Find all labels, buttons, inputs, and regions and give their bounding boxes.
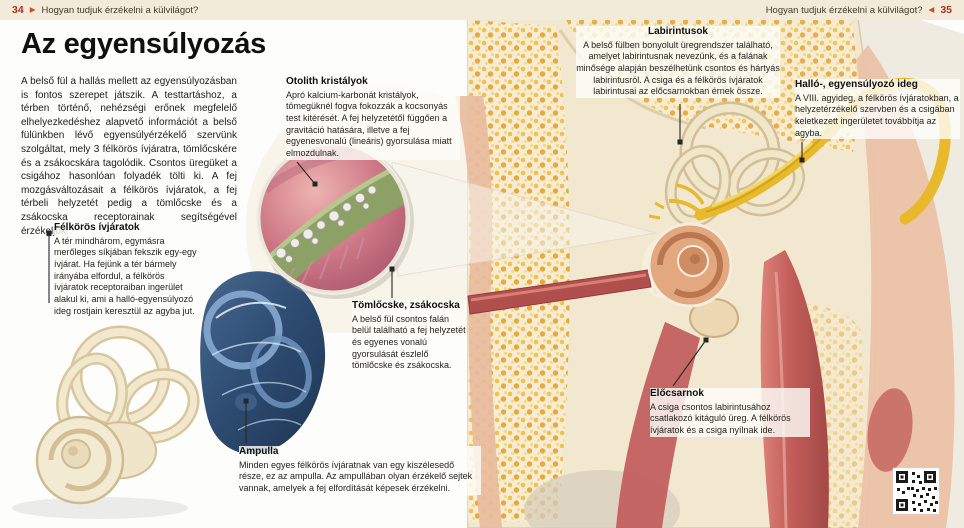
otolith-crystals [275, 185, 377, 263]
callout-body: Minden egyes félkörös ívjáratnak van egy… [239, 459, 473, 493]
callout-felkoros-ivjaratok: Félkörös ívjáratok A tér mindhárom, egym… [54, 222, 198, 318]
right-side-skin [856, 45, 955, 528]
arrow-right-icon: ▶ [29, 5, 36, 15]
callout-leader-lines [48, 104, 803, 443]
callout-title: Labirintusok [647, 26, 708, 37]
callout-body: A belső fül csontos falán belül találhat… [352, 313, 466, 371]
cochlea [647, 222, 733, 308]
running-head-right: Hogyan tudjuk érzékelni a külvilágot? [765, 4, 923, 16]
callout-otolith-kristalyok: Otolith kristályok Apró kalcium-karbonát… [286, 76, 460, 160]
membranous-labyrinth [200, 271, 326, 455]
page-header: 34 ▶ Hogyan tudjuk érzékelni a külvilágo… [0, 0, 964, 20]
running-head-left: Hogyan tudjuk érzékelni a külvilágot? [41, 4, 199, 16]
callout-body: A belső fülben bonyolult üregrendszer ta… [576, 39, 780, 97]
hair-cells [279, 236, 365, 292]
callout-title: Tömlőcske, zsákocska [352, 300, 460, 311]
page-number-left: 34 [12, 4, 24, 16]
callout-labirintusok: Labirintusok A belső fülben bonyolult ür… [576, 26, 780, 98]
header-left: 34 ▶ Hogyan tudjuk érzékelni a külvilágo… [12, 4, 198, 16]
callout-body: A csiga csontos labirintusához csatlakoz… [650, 401, 791, 435]
arrow-left-icon: ◀ [928, 5, 935, 15]
callout-body: A VIII. agyideg, a félkörös ívjáratokban… [795, 92, 959, 138]
page-number-right: 35 [940, 4, 952, 16]
callout-elocsarnok: Előcsarnok A csiga csontos labirintusáho… [650, 388, 810, 437]
callout-title: Halló-, egyensúlyozó ideg [795, 79, 918, 90]
callout-body: Apró kalcium-karbonát kristályok, tömegü… [286, 89, 452, 158]
callout-hallo-egyensulyozo-ideg: Halló-, egyensúlyozó ideg A VIII. agyide… [795, 79, 960, 140]
bony-labyrinth-model [12, 325, 200, 519]
callout-title: Otolith kristályok [286, 76, 368, 87]
callout-title: Ampulla [239, 446, 279, 457]
callout-ampulla: Ampulla Minden egyes félkörös ívjáratnak… [239, 446, 481, 495]
callout-title: Félkörös ívjáratok [54, 222, 140, 233]
callout-title: Előcsarnok [650, 388, 704, 399]
article-title: Az egyensúlyozás [21, 28, 267, 60]
article-intro: A belső fül a hallás mellett az egyensúl… [21, 76, 237, 237]
qr-code [892, 467, 940, 515]
callout-tomlocske-zsakocska: Tömlőcske, zsákocska A belső fül csontos… [352, 300, 466, 372]
header-right: Hogyan tudjuk érzékelni a külvilágot? ◀ … [766, 4, 952, 16]
callout-leader-markers [46, 139, 805, 404]
callout-body: A tér mindhárom, egymásra merőleges síkj… [54, 235, 197, 316]
